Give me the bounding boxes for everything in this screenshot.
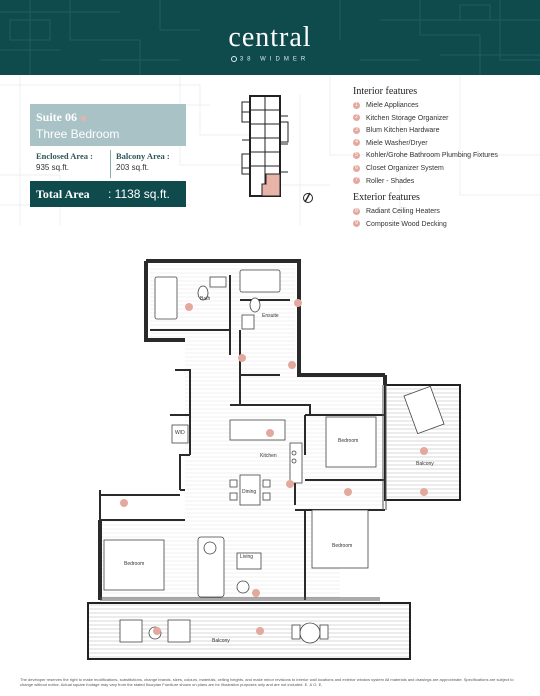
exterior-features-list: 8 Radiant Ceiling Heaters 9 Composite Wood… <box>353 206 498 231</box>
brand-subtitle-text: 38 WIDMER <box>239 56 310 63</box>
suite-number: Suite 06 <box>36 110 87 125</box>
key-plan <box>241 95 289 197</box>
balcony-right-area <box>384 384 461 501</box>
feature-marker <box>288 361 296 369</box>
interior-features-title: Interior features <box>353 86 418 97</box>
feature-marker <box>420 447 428 455</box>
header-pattern <box>0 0 540 75</box>
feature-label: Kitchen Storage Organizer <box>366 114 449 122</box>
brand-dot-icon <box>230 56 237 62</box>
enclosed-area: Enclosed Area : 935 sq.ft. <box>36 151 93 172</box>
feature-item: 4 Miele Washer/Dryer <box>353 138 498 151</box>
feature-marker <box>344 488 352 496</box>
feature-item: 8 Radiant Ceiling Heaters <box>353 206 498 219</box>
total-area-label: Total Area <box>36 187 90 201</box>
feature-label: Composite Wood Decking <box>366 220 447 228</box>
kitchen-counters <box>229 419 303 484</box>
washer-dryer <box>171 424 189 444</box>
feature-number: 5 <box>353 152 360 160</box>
disclaimer: The developer reserves the right to make… <box>20 677 514 687</box>
feature-marker <box>238 354 246 362</box>
room-label-balcony-bottom: Balcony <box>212 638 230 644</box>
feature-marker <box>185 303 193 311</box>
total-area-value: : 1138 sq.ft. <box>108 187 170 201</box>
feature-marker <box>294 299 302 307</box>
room-label-living: Living <box>240 554 253 560</box>
toilet <box>197 285 209 301</box>
feature-marker <box>256 627 264 635</box>
features-panel: Interior features 1 Miele Appliances 2 Kit… <box>353 86 498 231</box>
feature-number: 8 <box>353 207 360 215</box>
balcony-area-label: Balcony Area : <box>116 151 170 161</box>
room-label-bedroom-left: Bedroom <box>124 561 144 567</box>
feature-marker <box>286 480 294 488</box>
ensuite-tub <box>239 269 281 293</box>
windows <box>100 385 387 601</box>
bedroom-furniture <box>103 416 377 591</box>
feature-number: 7 <box>353 177 360 185</box>
feature-item: 5 Kohler/Grohe Bathroom Plumbing Fixtures <box>353 150 498 163</box>
feature-label: Radiant Ceiling Heaters <box>366 208 440 216</box>
feature-item: 6 Closet Organizer System <box>353 163 498 176</box>
room-label-bedroom-mid: Bedroom <box>332 543 352 549</box>
feature-number: 2 <box>353 114 360 122</box>
feature-number: 3 <box>353 126 360 134</box>
enclosed-area-value: 935 sq.ft. <box>36 163 69 172</box>
feature-label: Miele Appliances <box>366 102 419 109</box>
feature-label: Closet Organizer System <box>366 164 444 172</box>
balcony-furniture <box>119 385 445 644</box>
dining-set <box>229 474 271 506</box>
room-label-kitchen: Kitchen <box>260 453 277 459</box>
feature-item: 3 Blum Kitchen Hardware <box>353 125 498 138</box>
feature-marker <box>153 627 161 635</box>
room-label-bath: Bath <box>200 296 211 302</box>
north-arrow-icon <box>303 192 313 203</box>
area-divider <box>110 150 111 178</box>
feature-number: 4 <box>353 139 360 147</box>
feature-marker <box>420 488 428 496</box>
suite-highlight <box>261 173 281 197</box>
feature-number: 1 <box>353 101 360 109</box>
suite-title-box: Suite 06 Three Bedroom <box>30 104 186 146</box>
feature-item: 1 Miele Appliances <box>353 100 498 113</box>
balcony-area-value: 203 sq.ft. <box>116 163 149 172</box>
feature-number: 9 <box>353 220 360 228</box>
feature-markers <box>120 299 428 635</box>
feature-marker <box>266 429 274 437</box>
balcony-area: Balcony Area : 203 sq.ft. <box>116 151 170 172</box>
brand-name: central <box>228 22 312 53</box>
feature-marker <box>252 589 260 597</box>
total-area-box: Total Area : 1138 sq.ft. <box>30 181 186 207</box>
feature-item: 7 Roller - Shades <box>353 176 498 189</box>
suite-dot-icon <box>81 115 87 121</box>
living-furniture <box>197 536 262 598</box>
feature-label: Blum Kitchen Hardware <box>366 127 440 135</box>
feature-label: Roller - Shades <box>366 177 415 185</box>
room-label-ensuite: Ensuite <box>262 313 279 319</box>
vanity <box>209 276 227 288</box>
suite-number-text: Suite 06 <box>36 110 78 124</box>
floor-plan: Bath Ensuite W/D Kitchen Dining Living B… <box>87 259 461 660</box>
brand-subtitle: 38 WIDMER <box>0 56 540 63</box>
enclosed-area-label: Enclosed Area : <box>36 151 93 161</box>
feature-label: Kohler/Grohe Bathroom Plumbing Fixtures <box>366 152 498 160</box>
room-label-balcony-right: Balcony <box>416 461 434 467</box>
ensuite-vanity <box>241 314 255 330</box>
exterior-features-title: Exterior features <box>353 192 420 204</box>
feature-label: Miele Washer/Dryer <box>366 139 428 147</box>
room-label-dining: Dining <box>242 489 256 495</box>
feature-number: 6 <box>353 164 360 172</box>
feature-marker <box>120 499 128 507</box>
header-banner <box>0 0 540 75</box>
suite-type: Three Bedroom <box>36 127 120 141</box>
room-label-wd: W/D <box>175 430 185 436</box>
feature-item: 2 Kitchen Storage Organizer <box>353 113 498 126</box>
feature-item: 9 Composite Wood Decking <box>353 219 498 232</box>
exterior-walls <box>98 259 387 600</box>
room-label-bedroom-top: Bedroom <box>338 438 358 444</box>
ensuite-toilet <box>249 297 261 313</box>
interior-features-list: 1 Miele Appliances 2 Kitchen Storage Organ… <box>353 100 498 188</box>
bathtub <box>154 276 178 320</box>
